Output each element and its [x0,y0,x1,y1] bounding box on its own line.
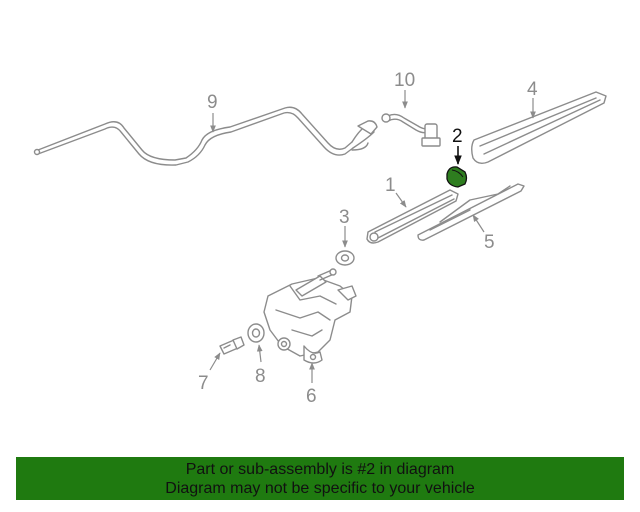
banner-line-part-number: Part or sub-assembly is #2 in diagram [185,461,455,478]
callout-3: 3 [339,207,350,228]
leader-lines [209,90,536,383]
wiper-arm-cap-part-2 [446,166,468,188]
grommet-part-8 [247,323,265,343]
parts-diagram: 9 10 4 2 1 3 5 6 8 7 [33,70,607,407]
callout-4: 4 [527,79,538,100]
callout-2: 2 [452,126,463,147]
callout-10: 10 [394,70,415,91]
callout-8: 8 [255,366,266,387]
washer-nozzle-part-10 [381,113,441,147]
wiper-arm-part-1 [366,189,459,244]
bolt-part-7 [219,336,245,355]
callout-1: 1 [385,175,396,196]
info-banner: Part or sub-assembly is #2 in diagram Di… [16,457,624,500]
callout-6: 6 [306,386,317,407]
callout-5: 5 [484,232,495,253]
banner-line-disclaimer: Diagram may not be specific to your vehi… [165,480,475,497]
wiper-motor-assembly [263,268,357,364]
wiper-arm-cover-part-4 [471,91,607,165]
callout-7: 7 [198,373,209,394]
callout-9: 9 [207,92,218,113]
nut-part-3 [335,250,355,266]
wiper-blade-part-5 [417,183,525,241]
washer-hose-part-9 [33,106,378,166]
